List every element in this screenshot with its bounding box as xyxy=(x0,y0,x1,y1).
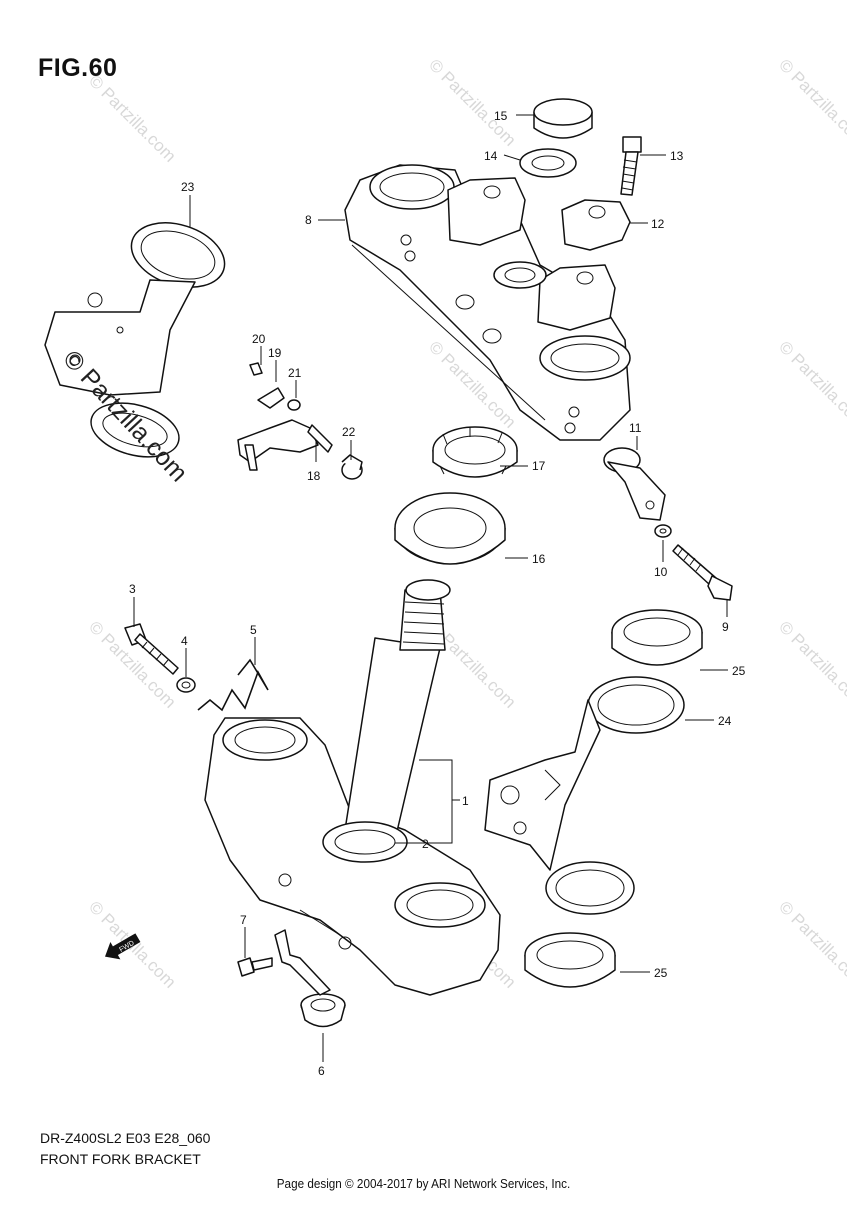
callout-labels: 1 2 3 4 5 6 7 8 9 10 11 12 13 14 15 16 1… xyxy=(129,109,746,1078)
watermark: © Partzilla.com xyxy=(775,617,847,711)
part-17-steering-nut xyxy=(432,426,518,478)
callout-16: 16 xyxy=(532,552,546,566)
part-23-rubber-mount xyxy=(44,222,226,458)
part-11-clamp xyxy=(603,447,666,521)
callout-19: 19 xyxy=(268,346,282,360)
part-14-washer xyxy=(493,148,577,289)
callout-2: 2 xyxy=(422,837,429,851)
callout-21: 21 xyxy=(288,366,302,380)
callout-15: 15 xyxy=(494,109,508,123)
figure-title: FIG.60 xyxy=(38,54,118,82)
part-15-cap xyxy=(533,98,593,139)
callout-1: 1 xyxy=(462,794,469,808)
callout-12: 12 xyxy=(651,217,665,231)
part-21-washer xyxy=(287,399,301,411)
callout-25-upper: 25 xyxy=(732,664,746,678)
callout-10: 10 xyxy=(654,565,668,579)
part-1-steering-stem xyxy=(204,579,501,996)
callout-7: 7 xyxy=(240,913,247,927)
callout-3: 3 xyxy=(129,582,136,596)
callout-11: 11 xyxy=(629,421,642,435)
watermark: © Partzilla.com xyxy=(775,337,847,431)
footer-copyright: Page design © 2004-2017 by ARI Network S… xyxy=(276,1176,571,1191)
callout-20: 20 xyxy=(252,332,266,346)
part-18-lock-assy xyxy=(237,419,333,471)
part-3-bolt xyxy=(124,623,179,675)
watermark: © Partzilla.com xyxy=(85,71,179,165)
callout-22: 22 xyxy=(342,425,356,439)
section-name: FRONT FORK BRACKET xyxy=(40,1151,201,1167)
callout-18: 18 xyxy=(307,469,321,483)
part-19-spring-plate xyxy=(257,387,285,409)
callout-24: 24 xyxy=(718,714,732,728)
callout-14: 14 xyxy=(484,149,498,163)
part-9-bolt xyxy=(672,544,733,601)
callout-17: 17 xyxy=(532,459,546,473)
part-handlebar-clamps xyxy=(447,177,631,331)
watermark: © Partzilla.com xyxy=(775,897,847,991)
callout-25-lower: 25 xyxy=(654,966,668,980)
watermark: © Partzilla.com xyxy=(775,55,847,149)
callout-6: 6 xyxy=(318,1064,325,1078)
leader-lines xyxy=(133,114,728,1062)
callout-5: 5 xyxy=(250,623,257,637)
part-6-grommet xyxy=(300,993,346,1028)
part-16-bearing xyxy=(394,492,506,565)
callout-9: 9 xyxy=(722,620,729,634)
part-10-washer xyxy=(654,524,672,538)
part-13-bolt xyxy=(620,136,642,196)
watermark: © Partzilla.com xyxy=(425,55,519,149)
part-25-rubber-upper xyxy=(611,609,703,666)
callout-13: 13 xyxy=(670,149,684,163)
part-4-washer xyxy=(176,677,196,693)
callout-8: 8 xyxy=(305,213,312,227)
part-8-upper-bracket xyxy=(344,164,631,441)
part-22-cap xyxy=(341,454,363,480)
part-24-rubber-mount xyxy=(484,676,685,915)
part-20-screw xyxy=(249,362,263,376)
part-7-bolt-bracket xyxy=(237,929,331,996)
part-25-rubber-lower xyxy=(524,932,616,988)
callout-4: 4 xyxy=(181,634,188,648)
callout-23: 23 xyxy=(181,180,195,194)
part-5-spring-clip xyxy=(197,658,269,712)
model-code: DR-Z400SL2 E03 E28_060 xyxy=(40,1130,211,1146)
